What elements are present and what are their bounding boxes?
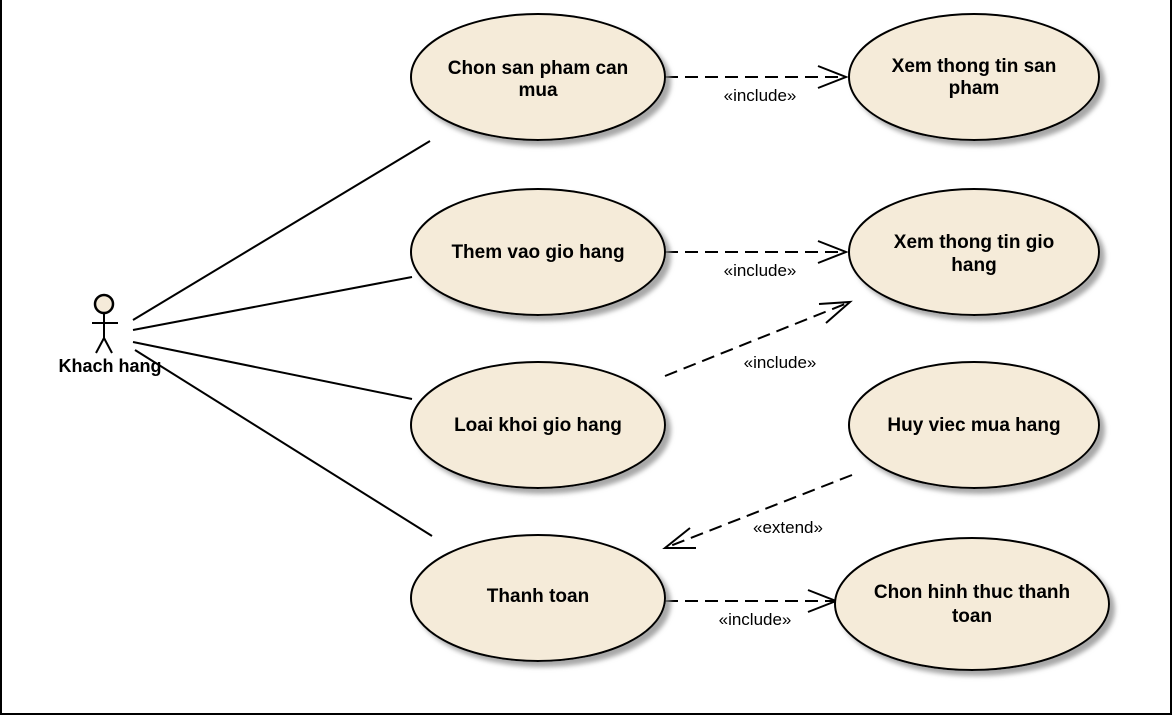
stick-figure-icon — [92, 293, 118, 354]
use-case-chon-hinh-thuc-thanh-toan[interactable]: Chon hinh thuc thanh toan — [834, 537, 1110, 671]
include-arrow-them-vao-gio-hang — [665, 240, 849, 264]
use-case-them-vao-gio-hang[interactable]: Them vao gio hang — [410, 188, 666, 316]
association-line — [132, 140, 431, 321]
dependency-arrows — [662, 65, 853, 613]
use-case-label: Chon hinh thuc thanh — [874, 582, 1070, 603]
include-label: «include» — [719, 610, 792, 629]
include-arrow-loai-khoi-gio-hang — [664, 300, 853, 377]
association-lines — [132, 140, 433, 537]
use-case-label: hang — [951, 255, 996, 276]
use-case-label: pham — [949, 78, 1000, 99]
use-case-label: Chon san pham can — [448, 58, 629, 79]
include-label: «include» — [744, 353, 817, 372]
use-case-xem-thong-tin-gio-hang[interactable]: Xem thong tin gio hang — [848, 188, 1100, 316]
include-label: «include» — [724, 261, 797, 280]
use-case-huy-viec-mua-hang[interactable]: Huy viec mua hang — [848, 361, 1100, 489]
use-case-label: Thanh toan — [487, 586, 589, 607]
use-case-label: Huy viec mua hang — [887, 415, 1060, 436]
use-case-thanh-toan[interactable]: Thanh toan — [410, 534, 666, 662]
use-case-loai-khoi-gio-hang[interactable]: Loai khoi gio hang — [410, 361, 666, 489]
association-line — [134, 349, 433, 537]
use-case-label: Them vao gio hang — [451, 242, 624, 263]
extend-arrow-huy-viec-mua-hang — [662, 474, 853, 549]
association-line — [132, 341, 413, 400]
use-case-label: toan — [952, 606, 992, 627]
use-case-label: Loai khoi gio hang — [454, 415, 622, 436]
actor-khach-hang[interactable]: Khach hang — [58, 293, 162, 376]
use-case-xem-thong-tin-san-pham[interactable]: Xem thong tin san pham — [848, 13, 1100, 141]
actor-label: Khach hang — [58, 356, 161, 376]
extend-label: «extend» — [753, 518, 823, 537]
use-case-chon-san-pham[interactable]: Chon san pham can mua — [410, 13, 666, 141]
association-line — [132, 276, 413, 331]
include-arrow-chon-san-pham — [665, 65, 849, 89]
use-case-label: Xem thong tin gio — [894, 232, 1054, 253]
use-case-label: Xem thong tin san — [892, 56, 1057, 77]
include-label: «include» — [724, 86, 797, 105]
include-arrow-thanh-toan — [665, 589, 839, 613]
stereotype-labels: «include» «include» «include» «extend» «… — [719, 86, 823, 629]
use-case-label: mua — [518, 80, 558, 101]
